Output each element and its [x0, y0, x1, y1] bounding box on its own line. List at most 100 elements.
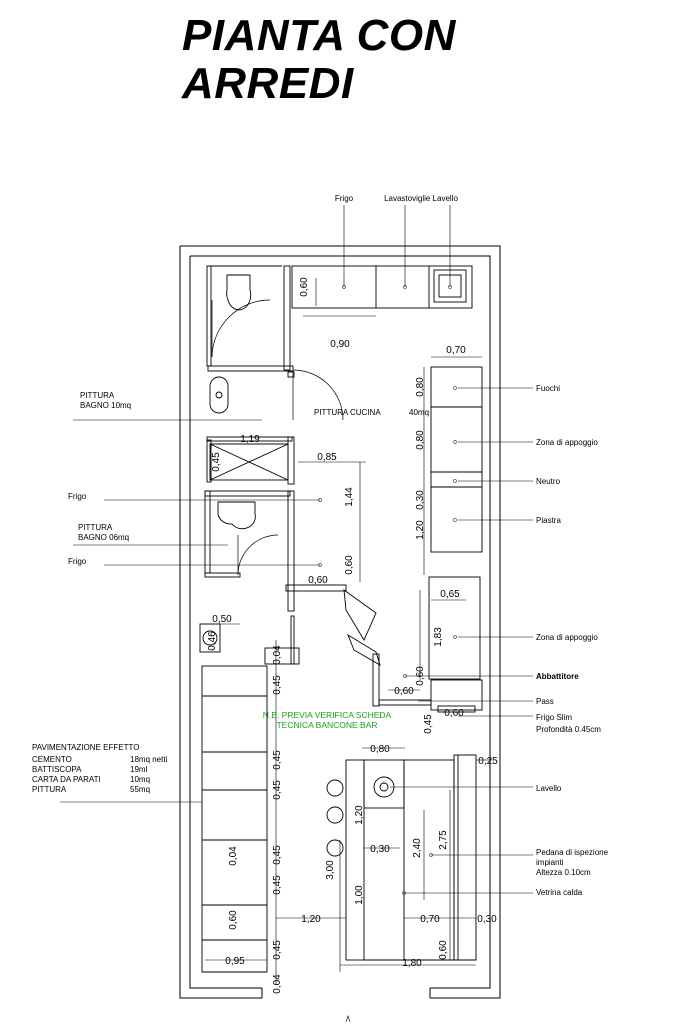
label-pittura-bagno-1: PITTURA	[80, 391, 115, 400]
note-line-1: N.B. PREVIA VERIFICA SCHEDA	[263, 710, 392, 720]
dim-label: 0,45	[272, 780, 283, 800]
label-profondita: Profondità 0.45cm	[536, 725, 601, 734]
dim-label: 0,70	[446, 345, 466, 356]
dim-label: 1,80	[402, 958, 422, 969]
dim-label: 0,30	[477, 914, 497, 925]
dim-label: 0,25	[478, 756, 498, 767]
dim-label: 1,20	[415, 520, 426, 540]
dim-label: 0,60	[308, 575, 328, 586]
dim-label: 1,83	[433, 627, 444, 647]
dim-label: 0,50	[212, 614, 232, 625]
label-piastra: Piastra	[536, 516, 561, 525]
label-frigo-top: Frigo	[335, 194, 354, 203]
label-bagno-2-area: BAGNO 06mq	[78, 533, 129, 542]
label-pedana-3: Altezza 0.10cm	[536, 868, 591, 877]
title-line-2: ARREDI	[182, 59, 354, 108]
dim-label: 0,60	[415, 666, 426, 686]
dim-label: 0,60	[394, 686, 414, 697]
stool-icon	[326, 806, 344, 824]
dim-label: 0,95	[225, 956, 245, 967]
label-frigo-left-2: Frigo	[68, 557, 87, 566]
dim-label: 3,00	[325, 860, 336, 880]
label-frigo-left-1: Frigo	[68, 492, 87, 501]
dim-label: 2,75	[438, 830, 449, 850]
dim-label: 0,30	[415, 490, 426, 510]
toilet-icon	[226, 274, 252, 311]
pav-row-name: CARTA DA PARATI	[32, 775, 101, 784]
label-neutro: Neutro	[536, 477, 561, 486]
dim-label: 0,90	[330, 339, 350, 350]
dim-label: 0,45	[272, 940, 283, 960]
dim-label: 0,80	[415, 377, 426, 397]
pav-row-name: BATTISCOPA	[32, 765, 82, 774]
label-frigo-slim: Frigo Slim	[536, 713, 572, 722]
dim-label: 0,30	[370, 844, 390, 855]
dimension-lines	[205, 278, 490, 985]
label-fuochi: Fuochi	[536, 384, 560, 393]
dim-label: 2,40	[412, 838, 423, 858]
dim-label: 0,04	[228, 846, 239, 866]
cooking-line	[428, 366, 483, 713]
stool-icon	[326, 779, 344, 797]
title-line-1: PIANTA CON	[182, 11, 456, 60]
washbasin-icon	[202, 630, 218, 646]
equipment-markers	[318, 285, 457, 895]
dim-label: 0,04	[272, 974, 283, 994]
label-pedana-2: impianti	[536, 858, 564, 867]
dim-label: 0,45	[272, 675, 283, 695]
label-pass: Pass	[536, 697, 554, 706]
dim-label: 0,46	[207, 631, 218, 651]
dim-label: 0,70	[420, 914, 440, 925]
dim-label: 1,19	[240, 434, 260, 445]
dim-label: 0,85	[317, 452, 337, 463]
dim-label: 1,20	[354, 805, 365, 825]
label-pittura-cucina-area: 40mq	[409, 408, 429, 417]
page-title: PIANTA CON ARREDI	[182, 12, 456, 108]
kitchen-upper	[287, 265, 473, 421]
label-zona-appoggio-2: Zona di appoggio	[536, 633, 598, 642]
label-pittura-bagno-2: PITTURA	[78, 523, 113, 532]
dim-label: 0,45	[272, 875, 283, 895]
label-vetrina-calda: Vetrina calda	[536, 888, 583, 897]
pav-row-value: 55mq	[130, 785, 150, 794]
dim-label: 0,45	[272, 750, 283, 770]
seating-bench	[201, 665, 268, 973]
dim-label: 0,45	[423, 714, 434, 734]
dim-label: 0,60	[299, 277, 310, 297]
dim-label: 0,80	[415, 430, 426, 450]
label-zona-appoggio-1: Zona di appoggio	[536, 438, 598, 447]
dim-label: 0,60	[344, 555, 355, 575]
label-abbattitore: Abbattitore	[536, 672, 579, 681]
dim-label: 0,60	[228, 910, 239, 930]
stool-icon	[326, 839, 344, 857]
pavimentazione-heading: PAVIMENTAZIONE EFFETTO	[32, 743, 139, 752]
pav-row-name: PITTURA	[32, 785, 67, 794]
label-pedana-1: Pedana di ispezione	[536, 848, 609, 857]
label-pittura-cucina: PITTURA CUCINA	[314, 408, 381, 417]
dim-label: 0,65	[440, 589, 460, 600]
pav-row-name: CEMENTO	[32, 755, 72, 764]
dim-label: 0,60	[438, 940, 449, 960]
dim-label: 0,80	[370, 744, 390, 755]
north-arrow-icon	[345, 1015, 351, 1023]
bathroom-1	[206, 265, 295, 485]
leader-lines	[60, 205, 533, 894]
dim-label: 0,45	[272, 845, 283, 865]
bathroom-2	[199, 490, 295, 653]
label-bagno-1-area: BAGNO 10mq	[80, 401, 131, 410]
note-line-2: TECNICA BANCONE BAR	[276, 720, 377, 730]
dim-label: 0,60	[444, 708, 464, 719]
dim-label: 0,45	[211, 452, 222, 472]
bar-counter	[326, 754, 477, 961]
toilet-icon	[217, 501, 256, 530]
dim-label: 1,00	[354, 885, 365, 905]
pav-row-value: 19ml	[130, 765, 148, 774]
dim-label: 0,04	[272, 645, 283, 665]
dim-label: 1,44	[344, 487, 355, 507]
pav-row-value: 10mq	[130, 775, 150, 784]
label-lavastoviglie-lavello: Lavastoviglie Lavello	[384, 194, 458, 203]
pav-row-value: 18mq netti	[130, 755, 168, 764]
label-lavello: Lavello	[536, 784, 562, 793]
dim-label: 1,20	[301, 914, 321, 925]
